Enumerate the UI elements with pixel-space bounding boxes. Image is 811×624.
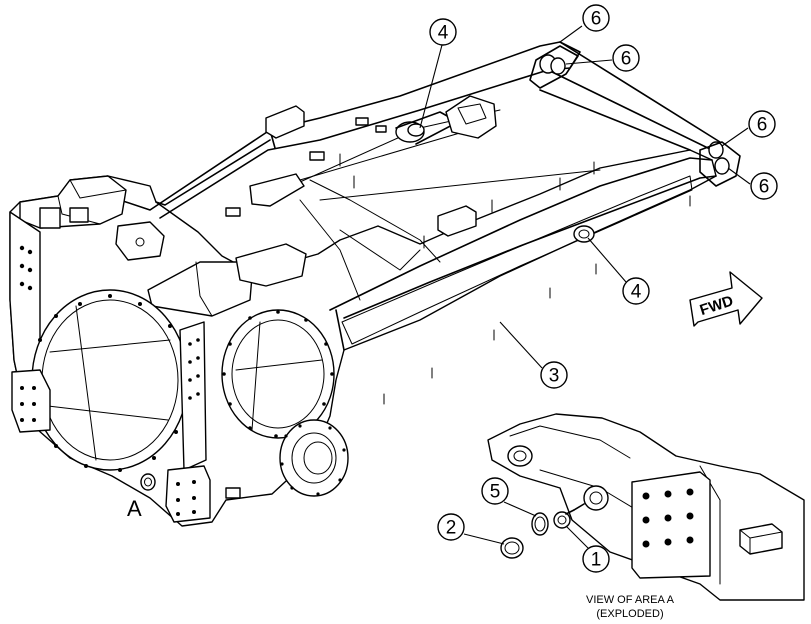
area-a-label: A [127,496,142,521]
callout-6-second-number: 6 [621,49,632,70]
caption-line-2: (EXPLODED) [596,608,663,620]
callout-6-top [582,4,610,32]
callout-2 [437,513,465,541]
callout-5-number: 5 [490,482,501,503]
callout-3-number: 3 [549,366,560,387]
callout-6-fourth [750,172,778,200]
callout-6-third-number: 6 [757,115,768,136]
callout-3 [540,361,568,389]
callout-1-number: 1 [591,550,602,571]
callout-4-upper-number: 4 [438,23,449,44]
callout-6-top-number: 6 [591,9,602,30]
callout-4-upper [429,18,457,46]
callout-6-third [748,110,776,138]
main-frame-illustration [9,41,741,527]
callout-5 [481,477,509,505]
callout-2-number: 2 [446,518,457,539]
callout-6-fourth-number: 6 [759,177,770,198]
callout-4-lower [622,277,650,305]
callout-4-lower-number: 4 [631,282,642,303]
callout-1 [582,545,610,573]
detail-view-area-a [487,413,805,601]
forward-direction-arrow: FWD [689,271,763,327]
callouts: 6 6 6 6 4 4 3 5 2 1 [419,4,778,573]
caption-line-1: VIEW OF AREA A [586,594,675,606]
callout-6-second [612,44,640,72]
